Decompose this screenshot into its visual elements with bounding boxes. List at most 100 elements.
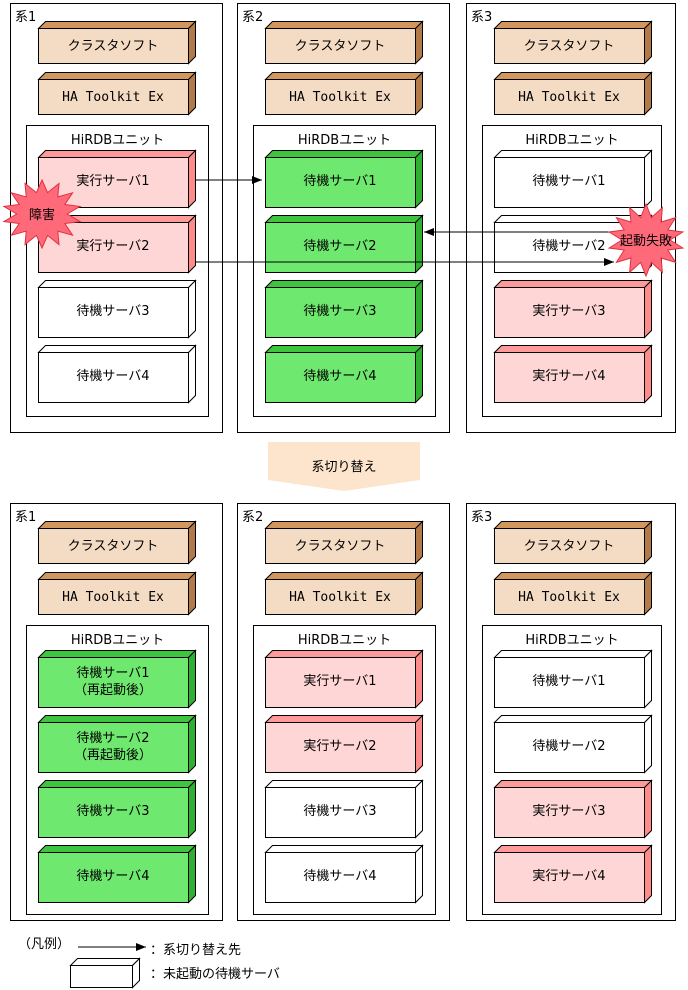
switch-arrow: 系切り替え <box>268 442 420 491</box>
hirdb-unit: HiRDBユニット待機サーバ1 （再起動後） 待機サーバ2 （再起動後） 待機サーバ3 待… <box>26 625 209 915</box>
legend-title: （凡例） <box>18 937 71 952</box>
hirdb-unit-label: HiRDBユニット <box>525 633 619 648</box>
server-label: 待機サーバ1 <box>303 174 377 189</box>
system-1-panel-before: 系1 クラスタソフト HA Toolkit Ex HiRDBユニット実行サーバ1 実行サ… <box>10 3 223 433</box>
server-label: 待機サーバ1 <box>532 674 606 689</box>
server-label: 実行サーバ4 <box>532 369 606 384</box>
server-box-standby: 待機サーバ2 <box>264 214 424 274</box>
legend-box-text: ：未起動の待機サーバ <box>150 967 280 982</box>
server-box-standby: 待機サーバ4 <box>37 844 197 904</box>
server-box-unstarted: 待機サーバ4 <box>264 844 424 904</box>
cluster-soft-box: クラスタソフト <box>493 520 653 565</box>
server-box-standby: 待機サーバ3 <box>264 279 424 339</box>
ha-toolkit-box: HA Toolkit Ex <box>493 571 653 616</box>
system-label: 系2 <box>242 10 264 25</box>
server-box-active: 実行サーバ3 <box>493 279 653 339</box>
system-2-panel-after: 系2 クラスタソフト HA Toolkit Ex HiRDBユニット実行サーバ1 実行サ… <box>237 503 450 921</box>
server-label: 実行サーバ1 <box>76 174 150 189</box>
server-sublabel: （再起動後） <box>73 748 152 763</box>
hirdb-unit-label: HiRDBユニット <box>70 633 165 648</box>
cluster-soft-box: クラスタソフト <box>264 520 424 565</box>
server-label: 待機サーバ4 <box>303 369 377 384</box>
system-1-panel-after: 系1 クラスタソフト HA Toolkit Ex HiRDBユニット待機サーバ1 （再起… <box>10 503 223 921</box>
server-label: 実行サーバ2 <box>76 239 150 254</box>
server-label: 待機サーバ2 <box>303 239 377 254</box>
cluster-soft-box: クラスタソフト <box>37 20 197 65</box>
ha-toolkit-label: HA Toolkit Ex <box>518 90 620 105</box>
ha-toolkit-box: HA Toolkit Ex <box>37 571 197 616</box>
ha-toolkit-label: HA Toolkit Ex <box>62 90 164 105</box>
server-label: 待機サーバ3 <box>303 304 377 319</box>
failure-starburst <box>2 178 82 250</box>
cluster-soft-box: クラスタソフト <box>493 20 653 65</box>
cluster-soft-label: クラスタソフト <box>523 39 615 54</box>
failure-callout: 障害 <box>29 207 55 223</box>
system-label: 系2 <box>242 510 264 525</box>
hirdb-unit: HiRDBユニット待機サーバ1 待機サーバ2 実行サーバ3 実行サーバ4 <box>482 625 662 915</box>
server-box-standby: 待機サーバ3 <box>37 779 197 839</box>
system-label: 系3 <box>471 10 493 25</box>
system-2-panel-before: 系2 クラスタソフト HA Toolkit Ex HiRDBユニット待機サーバ1 待機サ… <box>237 3 450 433</box>
cluster-soft-box: クラスタソフト <box>37 520 197 565</box>
server-label: 実行サーバ3 <box>532 304 606 319</box>
start-failure-starburst <box>607 202 685 278</box>
hirdb-unit: HiRDBユニット実行サーバ1 実行サーバ2 待機サーバ3 待機サーバ4 <box>26 125 209 417</box>
server-label: 実行サーバ1 <box>303 674 377 689</box>
cluster-soft-label: クラスタソフト <box>67 539 159 554</box>
server-label: 実行サーバ2 <box>303 739 377 754</box>
server-box-standby: 待機サーバ1 <box>264 149 424 209</box>
server-box-active: 実行サーバ4 <box>493 844 653 904</box>
ha-toolkit-box: HA Toolkit Ex <box>493 71 653 116</box>
server-sublabel: （再起動後） <box>73 683 152 698</box>
ha-toolkit-label: HA Toolkit Ex <box>289 590 391 605</box>
server-box-unstarted: 待機サーバ2 <box>493 714 653 774</box>
hirdb-unit-label: HiRDBユニット <box>525 133 619 148</box>
server-label: 待機サーバ3 <box>76 304 150 319</box>
server-box-active: 実行サーバ1 <box>264 649 424 709</box>
system-label: 系3 <box>471 510 493 525</box>
server-label: 待機サーバ2 <box>76 731 150 746</box>
server-label: 待機サーバ4 <box>76 869 150 884</box>
server-box-standby: 待機サーバ4 <box>264 344 424 404</box>
server-label: 待機サーバ3 <box>303 804 377 819</box>
cluster-soft-label: クラスタソフト <box>294 539 386 554</box>
hirdb-unit-label: HiRDBユニット <box>297 133 392 148</box>
ha-toolkit-box: HA Toolkit Ex <box>37 71 197 116</box>
ha-toolkit-label: HA Toolkit Ex <box>62 590 164 605</box>
cluster-soft-label: クラスタソフト <box>294 39 386 54</box>
switch-label: 系切り替え <box>311 460 377 475</box>
server-label: 待機サーバ4 <box>303 869 377 884</box>
hirdb-unit: HiRDBユニット待機サーバ1 待機サーバ2 実行サーバ3 実行サーバ4 <box>482 125 662 417</box>
server-box-unstarted: 待機サーバ3 <box>37 279 197 339</box>
server-label: 待機サーバ1 <box>76 666 150 681</box>
ha-toolkit-box: HA Toolkit Ex <box>264 71 424 116</box>
server-label: 待機サーバ2 <box>532 739 606 754</box>
ha-toolkit-label: HA Toolkit Ex <box>518 590 620 605</box>
server-box-unstarted: 待機サーバ1 <box>493 649 653 709</box>
server-label: 待機サーバ4 <box>76 369 150 384</box>
legend-unstarted-box <box>69 957 141 989</box>
server-box-active: 実行サーバ4 <box>493 344 653 404</box>
system-3-panel-after: 系3 クラスタソフト HA Toolkit Ex HiRDBユニット待機サーバ1 待機サ… <box>466 503 676 921</box>
ha-toolkit-label: HA Toolkit Ex <box>289 90 391 105</box>
server-box-active: 実行サーバ2 <box>37 214 197 274</box>
server-box-active: 実行サーバ3 <box>493 779 653 839</box>
cluster-soft-label: クラスタソフト <box>67 39 159 54</box>
server-box-standby: 待機サーバ2 （再起動後） <box>37 714 197 774</box>
hirdb-unit-label: HiRDBユニット <box>297 633 392 648</box>
server-label: 待機サーバ3 <box>76 804 150 819</box>
ha-toolkit-box: HA Toolkit Ex <box>264 571 424 616</box>
hirdb-unit-label: HiRDBユニット <box>70 133 165 148</box>
server-box-unstarted: 待機サーバ1 <box>493 149 653 209</box>
server-box-active: 実行サーバ1 <box>37 149 197 209</box>
server-box-active: 実行サーバ2 <box>264 714 424 774</box>
system-label: 系1 <box>15 510 37 525</box>
server-box-unstarted: 待機サーバ3 <box>264 779 424 839</box>
legend-arrow-text: ：系切り替え先 <box>150 943 242 958</box>
cluster-soft-label: クラスタソフト <box>523 539 615 554</box>
system-label: 系1 <box>15 10 37 25</box>
server-label: 待機サーバ2 <box>532 239 606 254</box>
hirdb-unit: HiRDBユニット実行サーバ1 実行サーバ2 待機サーバ3 待機サーバ4 <box>253 625 436 915</box>
server-label: 実行サーバ3 <box>532 804 606 819</box>
